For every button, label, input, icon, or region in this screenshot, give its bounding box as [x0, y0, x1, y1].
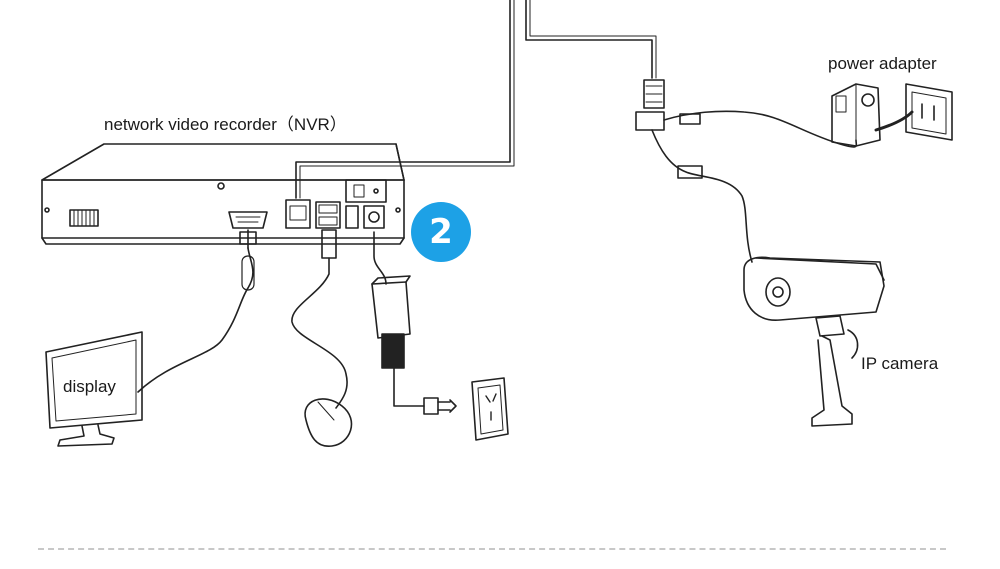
nvr-network-cable-inner	[299, 0, 515, 199]
camera-wall-outlet	[905, 83, 953, 141]
display-label: display	[63, 377, 116, 396]
vga-port	[228, 211, 268, 229]
ip-camera-device	[743, 256, 885, 427]
ip-camera-label: IP camera	[861, 354, 939, 373]
power-adapter	[831, 83, 881, 147]
lan-port	[285, 199, 311, 229]
wall-outlet	[471, 377, 509, 441]
footer-divider	[38, 548, 946, 550]
step-number: 2	[429, 212, 453, 252]
nvr-network-cable	[295, 0, 511, 199]
camera-network-cable	[525, 0, 653, 79]
step-number-badge: 2	[411, 202, 471, 262]
nvr-power-adapter	[371, 275, 411, 369]
nvr-label: network video recorder（NVR）	[104, 115, 347, 134]
nvr-power-cable	[373, 231, 387, 285]
dc-jack	[363, 205, 385, 229]
usb-port	[315, 201, 341, 229]
nvr-device	[41, 143, 405, 245]
usb-cable	[321, 229, 337, 259]
vga-cable	[239, 229, 257, 249]
power-adapter-label: power adapter	[828, 54, 937, 73]
mouse	[304, 398, 353, 447]
power-switch	[345, 179, 387, 203]
display-monitor	[45, 331, 143, 447]
splitter-cable	[663, 110, 858, 148]
